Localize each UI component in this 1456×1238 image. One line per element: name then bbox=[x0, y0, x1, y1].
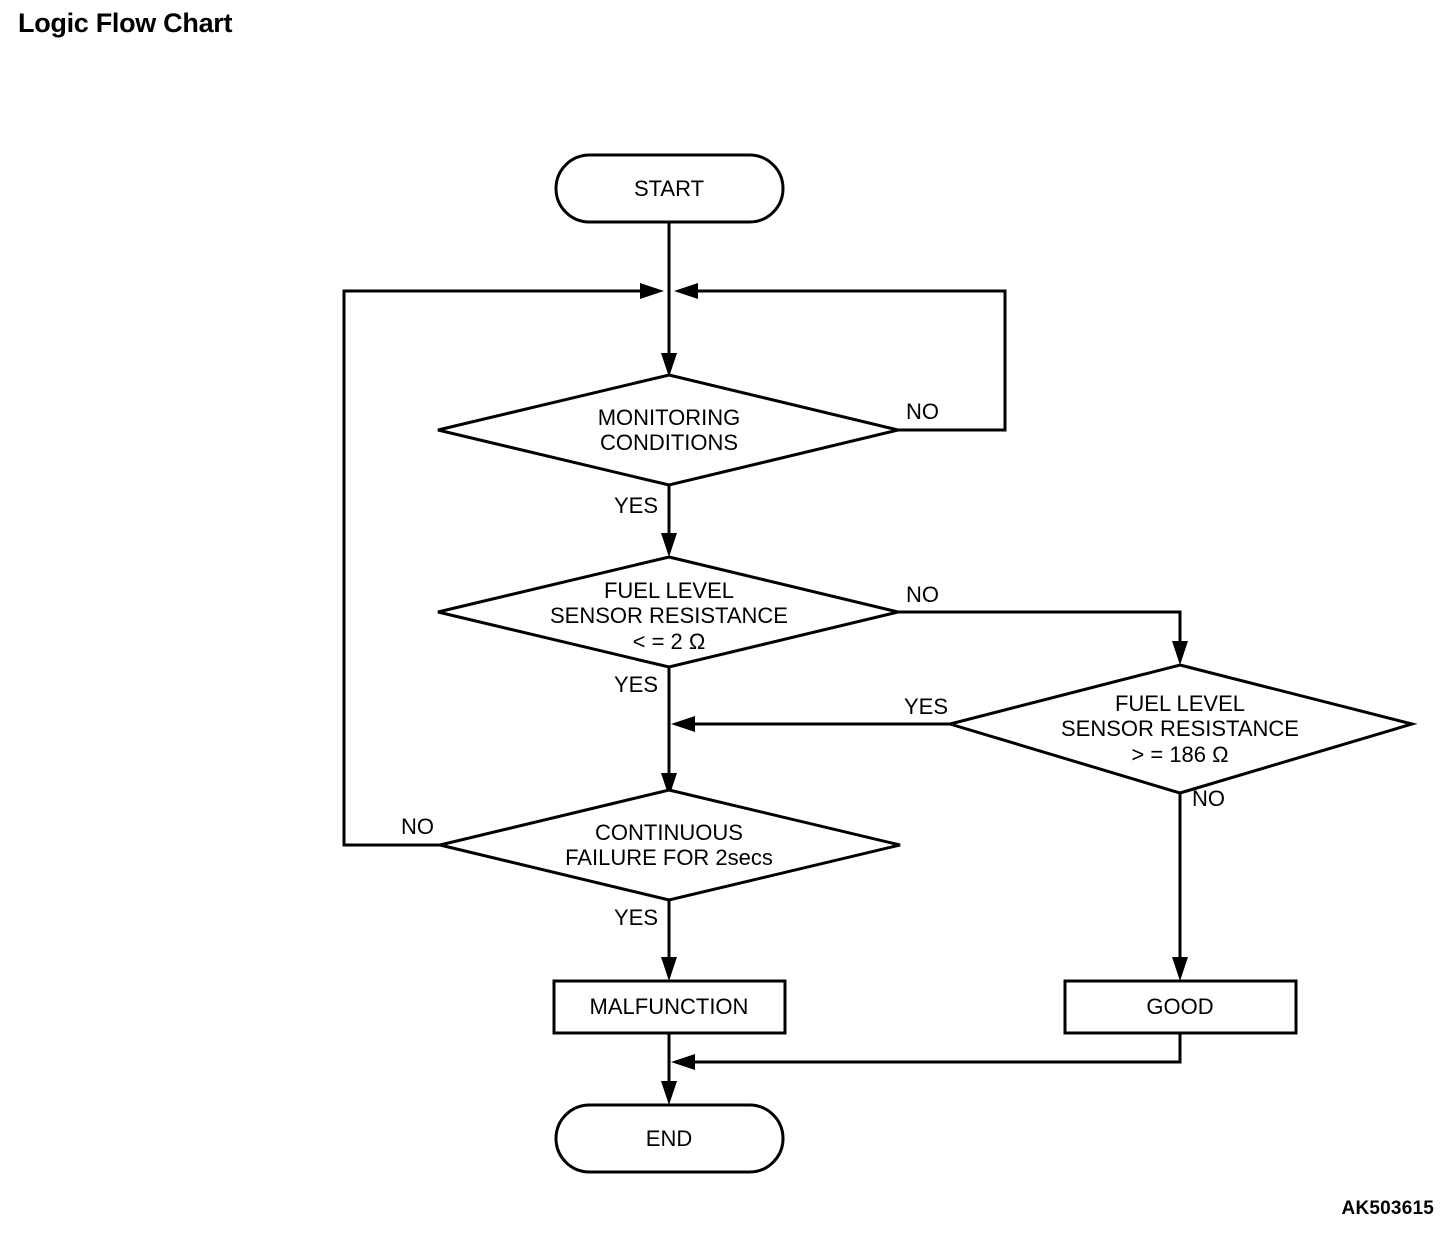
arrow-head-monitoring-no-loop bbox=[674, 283, 698, 299]
fuel-level-resistance-high-label-line3: > = 186 Ω bbox=[1131, 742, 1228, 767]
node-continuous-failure[interactable]: CONTINUOUS FAILURE FOR 2secs bbox=[439, 788, 901, 902]
node-start[interactable]: START bbox=[554, 153, 785, 224]
edge-monitoring-no-loop bbox=[683, 289, 1007, 432]
arrow-head-continuous-no-loop bbox=[640, 283, 664, 299]
node-malfunction[interactable]: MALFUNCTION bbox=[552, 979, 787, 1035]
node-fuel-level-resistance-high[interactable]: FUEL LEVEL SENSOR RESISTANCE > = 186 Ω bbox=[944, 663, 1418, 795]
monitoring-conditions-label-line2: CONDITIONS bbox=[600, 430, 738, 455]
end-label: END bbox=[646, 1126, 692, 1151]
node-end[interactable]: END bbox=[554, 1103, 785, 1174]
page-title: Logic Flow Chart bbox=[18, 8, 233, 38]
branch-label-res-high-no: NO bbox=[1192, 786, 1225, 811]
continuous-failure-label-line1: CONTINUOUS bbox=[595, 820, 743, 845]
arrow-head-res-high-yes bbox=[671, 716, 695, 732]
branch-label-res-low-no: NO bbox=[906, 582, 939, 607]
node-fuel-level-resistance-low[interactable]: FUEL LEVEL SENSOR RESISTANCE < = 2 Ω bbox=[437, 555, 899, 669]
malfunction-shape bbox=[552, 979, 787, 1035]
fuel-level-resistance-low-label-line3: < = 2 Ω bbox=[633, 629, 706, 654]
start-label: START bbox=[634, 176, 704, 201]
arrow-head-res-high-no bbox=[1172, 957, 1188, 981]
monitoring-conditions-shape bbox=[437, 373, 899, 487]
node-monitoring-conditions[interactable]: MONITORING CONDITIONS bbox=[437, 373, 899, 487]
malfunction-label: MALFUNCTION bbox=[590, 994, 749, 1019]
good-label: GOOD bbox=[1146, 994, 1213, 1019]
end-shape bbox=[554, 1103, 785, 1174]
branch-label-res-high-yes: YES bbox=[904, 694, 948, 719]
fuel-level-resistance-high-label-line2: SENSOR RESISTANCE bbox=[1061, 716, 1299, 741]
arrow-head-malfunction-to-end bbox=[661, 1081, 677, 1105]
start-shape bbox=[554, 153, 785, 224]
monitoring-conditions-label-line1: MONITORING bbox=[598, 405, 741, 430]
branch-label-monitoring-no: NO bbox=[906, 399, 939, 424]
fuel-level-resistance-high-label-line1: FUEL LEVEL bbox=[1115, 691, 1245, 716]
arrow-head-junction-to-monitoring bbox=[661, 353, 677, 377]
fuel-level-resistance-low-label-line2: SENSOR RESISTANCE bbox=[550, 603, 788, 628]
edge-good-to-end bbox=[683, 1033, 1182, 1064]
arrow-head-res-low-no bbox=[1172, 641, 1188, 665]
branch-label-res-low-yes: YES bbox=[614, 672, 658, 697]
fuel-level-resistance-low-shape bbox=[437, 555, 899, 669]
arrow-head-res-low-yes bbox=[661, 773, 677, 797]
arrow-head-monitoring-yes bbox=[661, 533, 677, 557]
fuel-level-resistance-low-label-line1: FUEL LEVEL bbox=[604, 578, 734, 603]
continuous-failure-shape bbox=[439, 788, 901, 902]
arrow-head-good-to-end bbox=[671, 1054, 695, 1070]
branch-label-continuous-yes: YES bbox=[614, 905, 658, 930]
continuous-failure-label-line2: FAILURE FOR 2secs bbox=[565, 845, 773, 870]
figure-code: AK503615 bbox=[1341, 1198, 1434, 1219]
branch-label-monitoring-yes: YES bbox=[614, 493, 658, 518]
branch-label-continuous-no: NO bbox=[401, 814, 434, 839]
edge-continuous-no-loop bbox=[342, 289, 655, 847]
node-good[interactable]: GOOD bbox=[1063, 979, 1298, 1035]
edge-res-low-no bbox=[898, 610, 1182, 656]
fuel-level-resistance-high-shape bbox=[944, 663, 1418, 795]
good-shape bbox=[1063, 979, 1298, 1035]
arrow-head-continuous-yes bbox=[661, 957, 677, 981]
